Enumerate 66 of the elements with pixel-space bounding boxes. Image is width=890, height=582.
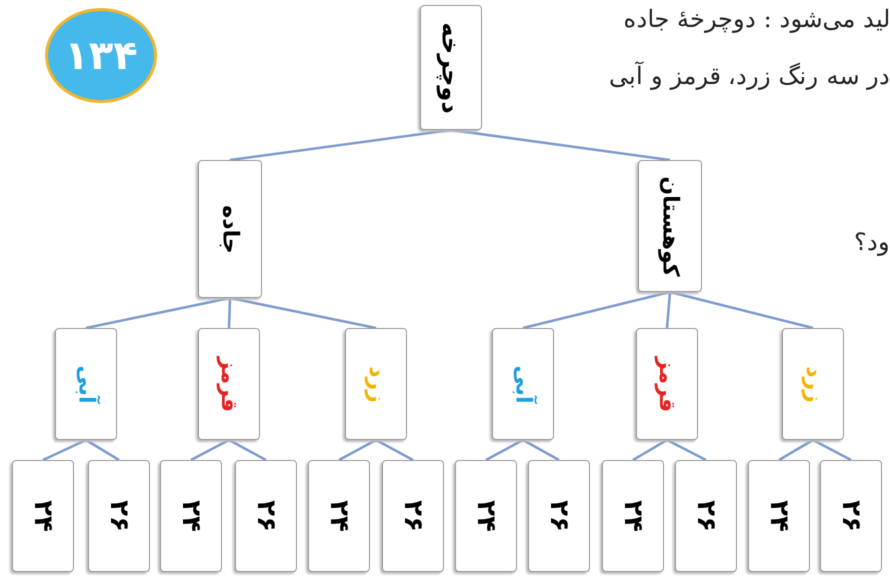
connector-line bbox=[338, 438, 377, 462]
card-label: زرد bbox=[364, 366, 388, 402]
connector-line bbox=[666, 292, 672, 328]
question-text: در سه رنگ زرد، قرمز و آبی bbox=[609, 62, 890, 90]
card-label: ۲۶ bbox=[836, 500, 866, 532]
connector-line bbox=[190, 438, 230, 462]
card-label: زرد bbox=[800, 366, 826, 402]
card-label: ۲۴ bbox=[176, 500, 206, 532]
card bbox=[198, 160, 262, 298]
card bbox=[675, 460, 737, 572]
card-label: آبی bbox=[74, 364, 98, 404]
card bbox=[820, 460, 882, 572]
connector-line bbox=[632, 438, 668, 462]
card-label: آبی bbox=[510, 364, 536, 404]
connector-line bbox=[86, 296, 230, 330]
connector-line bbox=[666, 438, 707, 462]
card bbox=[455, 460, 517, 572]
connector-line bbox=[450, 128, 670, 162]
connector-line bbox=[42, 438, 87, 462]
card bbox=[420, 5, 482, 130]
card bbox=[160, 460, 222, 572]
card-label: دوچرخه bbox=[437, 22, 465, 114]
connector-line bbox=[228, 298, 232, 328]
question-text: ود؟ bbox=[854, 228, 890, 256]
card bbox=[748, 460, 810, 572]
connector-line bbox=[85, 438, 120, 462]
card bbox=[88, 460, 150, 572]
card bbox=[345, 328, 407, 440]
connector-line bbox=[375, 438, 414, 462]
card-label: ۲۶ bbox=[544, 500, 574, 532]
card-label: قرمز bbox=[654, 356, 680, 412]
card bbox=[782, 328, 844, 440]
card-label: ۲۶ bbox=[104, 500, 134, 532]
card bbox=[198, 328, 260, 440]
card-label: ۲۴ bbox=[28, 500, 58, 532]
connector-line bbox=[230, 128, 452, 162]
card bbox=[636, 328, 698, 440]
card-label: ۲۴ bbox=[324, 500, 354, 532]
card bbox=[308, 460, 370, 572]
connector-line bbox=[485, 438, 524, 462]
card bbox=[528, 460, 590, 572]
card bbox=[382, 460, 444, 572]
card bbox=[638, 160, 702, 292]
connector-line bbox=[522, 438, 560, 462]
card-label: قرمز bbox=[216, 356, 242, 412]
card-label: ۲۶ bbox=[691, 500, 721, 532]
card-label: ۲۶ bbox=[398, 500, 428, 532]
card bbox=[12, 460, 74, 572]
card-label: ۲۶ bbox=[251, 500, 281, 532]
connector-line bbox=[230, 296, 376, 330]
connector-line bbox=[522, 290, 670, 330]
card-label: ۲۴ bbox=[471, 500, 501, 532]
card-label: ۲۴ bbox=[618, 500, 648, 532]
card bbox=[492, 328, 554, 440]
connector-line bbox=[778, 438, 814, 462]
card-label: جاده bbox=[218, 204, 242, 254]
card bbox=[235, 460, 297, 572]
card bbox=[602, 460, 664, 572]
connector-line bbox=[812, 438, 852, 462]
card-label: کوهستان bbox=[658, 176, 682, 276]
card bbox=[55, 328, 117, 440]
page-number-badge: ۱۳۴ bbox=[45, 8, 157, 103]
card-label: ۲۴ bbox=[764, 500, 794, 532]
connector-line bbox=[670, 290, 814, 330]
connector-line bbox=[228, 438, 267, 462]
question-text: لید می‌شود : دوچرخهٔ جاده bbox=[623, 5, 890, 33]
